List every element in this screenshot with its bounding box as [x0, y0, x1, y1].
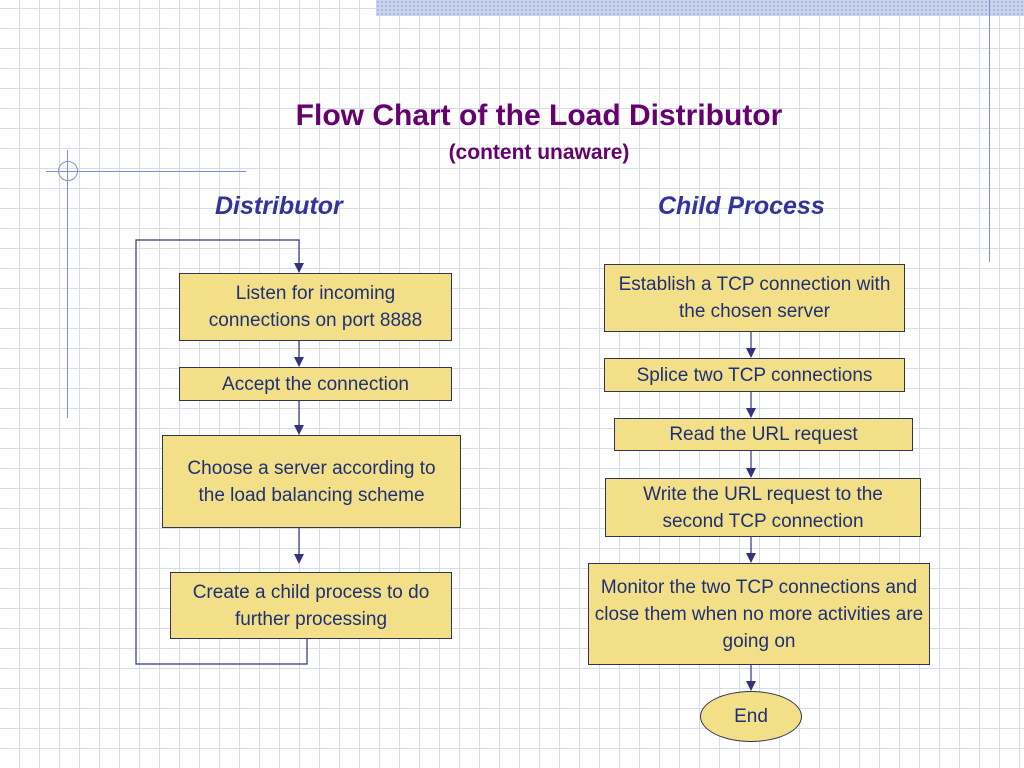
distributor-heading: Distributor — [215, 192, 343, 220]
step-write-url: Write the URL request to the second TCP … — [605, 478, 921, 537]
end-label: End — [734, 705, 768, 727]
step-create-child: Create a child process to do further pro… — [170, 572, 452, 639]
step-write-url-label: Write the URL request to the second TCP … — [643, 483, 883, 532]
step-choose-server-label: Choose a server according to the load ba… — [187, 457, 436, 506]
page-title: Flow Chart of the Load Distributor — [295, 99, 783, 132]
loop-back-connector — [135, 239, 308, 665]
step-listen-label: Listen for incoming connections on port … — [208, 283, 423, 331]
step-accept: Accept the connection — [179, 367, 452, 401]
step-create-child-label: Create a child process to do further pro… — [192, 581, 430, 630]
decor-circle — [58, 161, 78, 181]
end-terminator: End — [700, 691, 802, 742]
decor-vertical-line-left — [67, 150, 68, 418]
step-monitor: Monitor the two TCP connections and clos… — [588, 563, 930, 665]
decor-vertical-line-right — [989, 0, 990, 262]
step-choose-server: Choose a server according to the load ba… — [162, 435, 461, 528]
step-accept-label: Accept the connection — [222, 373, 409, 395]
step-read-url: Read the URL request — [614, 418, 913, 451]
page-subtitle: (content unaware) — [448, 141, 630, 164]
step-establish-tcp: Establish a TCP connection with the chos… — [604, 264, 905, 332]
step-establish-tcp-label: Establish a TCP connection with the chos… — [618, 274, 891, 322]
decor-horizontal-line-left — [46, 171, 246, 172]
step-listen: Listen for incoming connections on port … — [179, 273, 452, 341]
step-read-url-label: Read the URL request — [669, 424, 858, 445]
child-process-heading: Child Process — [658, 192, 825, 220]
step-splice: Splice two TCP connections — [604, 358, 905, 392]
header-texture-band — [376, 0, 1024, 16]
step-monitor-label: Monitor the two TCP connections and clos… — [594, 576, 924, 652]
step-splice-label: Splice two TCP connections — [636, 364, 873, 386]
